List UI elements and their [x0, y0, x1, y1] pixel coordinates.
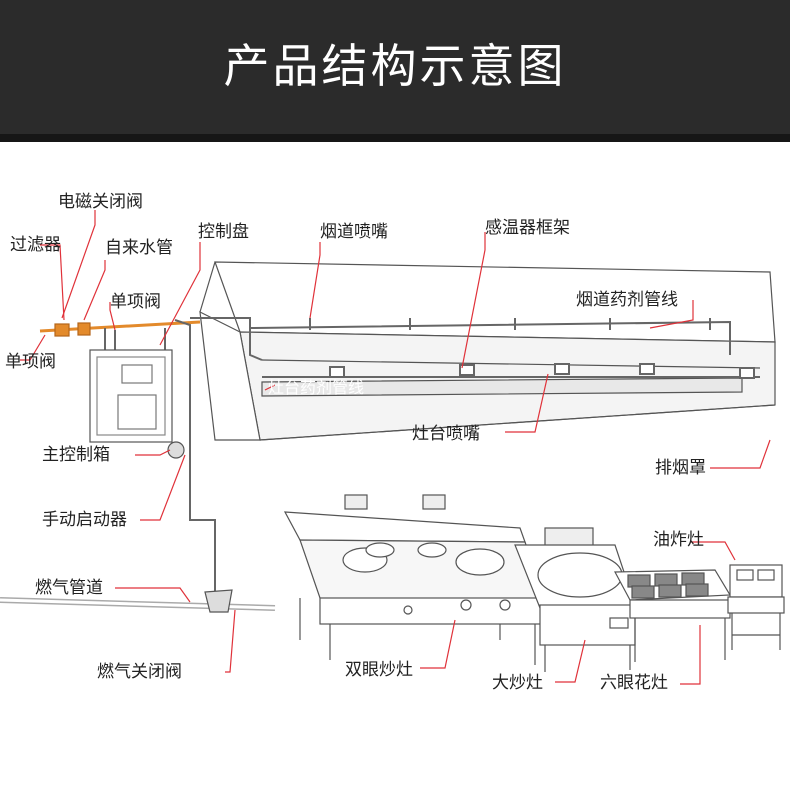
label-six-burner-stove: 六眼花灶 [600, 673, 668, 693]
label-flue-nozzle: 烟道喷嘴 [320, 222, 388, 242]
label-filter: 过滤器 [10, 235, 61, 255]
header-underline [0, 134, 790, 142]
label-main-control-box: 主控制箱 [42, 445, 110, 465]
label-big-wok-stove: 大炒灶 [492, 673, 543, 693]
label-stove-agent-pipeline: 灶台药剂管线 [268, 378, 365, 397]
label-tap-water-pipe: 自来水管 [105, 238, 173, 258]
main-control-box-drawing [89, 349, 185, 459]
label-flue-agent-pipeline: 烟道药剂管线 [576, 290, 678, 310]
label-double-wok-stove: 双眼炒灶 [345, 660, 413, 680]
big-wok-stove-drawing [514, 527, 636, 672]
label-single-valve-top: 单项阀 [110, 292, 161, 312]
header-banner: 产品结构示意图 [0, 0, 790, 142]
label-single-valve-left: 单项阀 [5, 352, 56, 372]
label-gas-pipeline: 燃气管道 [35, 578, 103, 598]
six-burner-stove-drawing [614, 569, 732, 662]
gas-pipe-drawing [0, 319, 276, 613]
stove-pipeline-drawing [262, 363, 760, 379]
label-temp-sensor-frame: 感温器框架 [485, 218, 570, 238]
label-fryer: 油炸灶 [653, 530, 704, 550]
label-control-panel: 控制盘 [198, 222, 249, 242]
page-title: 产品结构示意图 [223, 39, 567, 93]
label-exhaust-hood: 排烟罩 [655, 458, 706, 478]
flue-pipeline-drawing [190, 317, 731, 361]
fryer-drawing [727, 564, 785, 650]
label-stove-nozzle: 灶台喷嘴 [412, 424, 480, 444]
label-gas-shutoff-valve: 燃气关闭阀 [97, 662, 182, 682]
kitchen-fire-suppression-diagram [0, 210, 785, 685]
label-manual-starter: 手动启动器 [42, 510, 127, 530]
water-supply-drawing [39, 320, 201, 350]
label-solenoid-valve: 电磁关闭阀 [58, 192, 143, 212]
leader-lines [20, 210, 771, 685]
exhaust-hood-drawing [199, 261, 776, 441]
double-wok-stove-drawing [283, 494, 546, 665]
